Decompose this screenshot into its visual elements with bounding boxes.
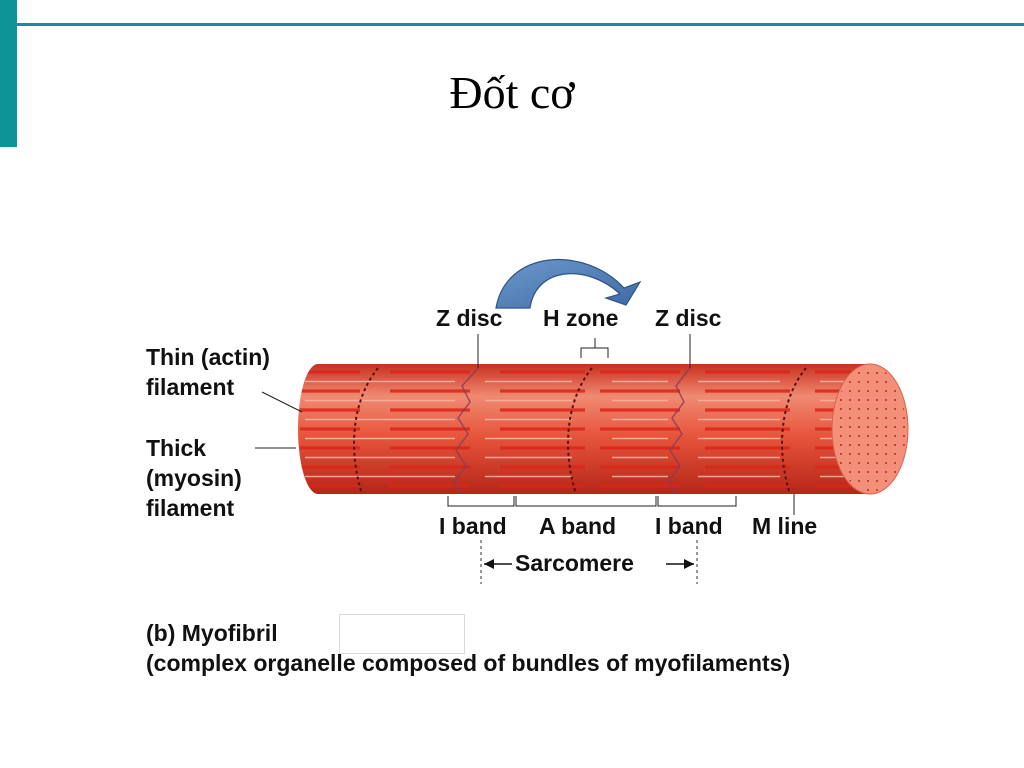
sarcomere-label: Sarcomere — [515, 550, 634, 576]
h-zone-label: H zone — [543, 305, 619, 331]
i-band-left-label: I band — [439, 513, 507, 539]
caption-blank-box — [339, 614, 465, 654]
sarcomere-arrowhead-left — [484, 559, 494, 569]
thin-filament-leader — [261, 391, 303, 413]
i-band-right-bracket — [657, 496, 737, 507]
thick-filament-label-line1: Thick — [146, 435, 207, 461]
end-cap-dots — [834, 366, 906, 492]
sarcomere-arrowhead-right — [684, 559, 694, 569]
slide-title: Đốt cơ — [449, 67, 575, 118]
z-disc-right-label: Z disc — [655, 305, 722, 331]
z-disc-left-line — [453, 367, 479, 495]
thick-filament-label-line2: (myosin) — [146, 465, 242, 491]
i-band-right-label: I band — [655, 513, 723, 539]
thick-filament-label: Thick (myosin) filament — [146, 433, 242, 523]
m-line-curve-right — [781, 367, 807, 495]
thin-filament-label: Thin (actin) filament — [146, 342, 270, 402]
m-line-curve-left — [353, 367, 379, 495]
i-band-left-bracket — [447, 496, 515, 507]
thin-filament-label-line2: filament — [146, 374, 235, 400]
a-band-bracket — [515, 496, 657, 507]
a-band-label: A band — [539, 513, 617, 539]
curved-arrow — [495, 258, 642, 309]
caption-title: (b) Myofibril — [146, 620, 278, 646]
m-line-curve-center — [567, 367, 593, 495]
thin-filament-label-line1: Thin (actin) — [146, 344, 270, 370]
accent-bar — [0, 0, 17, 147]
title-rule — [17, 23, 1024, 26]
thick-filament-label-line3: filament — [146, 495, 235, 521]
z-disc-right-line — [667, 367, 691, 495]
h-zone-bracket — [580, 347, 609, 358]
caption-subtitle: (complex organelle composed of bundles o… — [146, 650, 791, 676]
z-disc-left-label: Z disc — [436, 305, 503, 331]
m-line-label: M line — [752, 513, 818, 539]
